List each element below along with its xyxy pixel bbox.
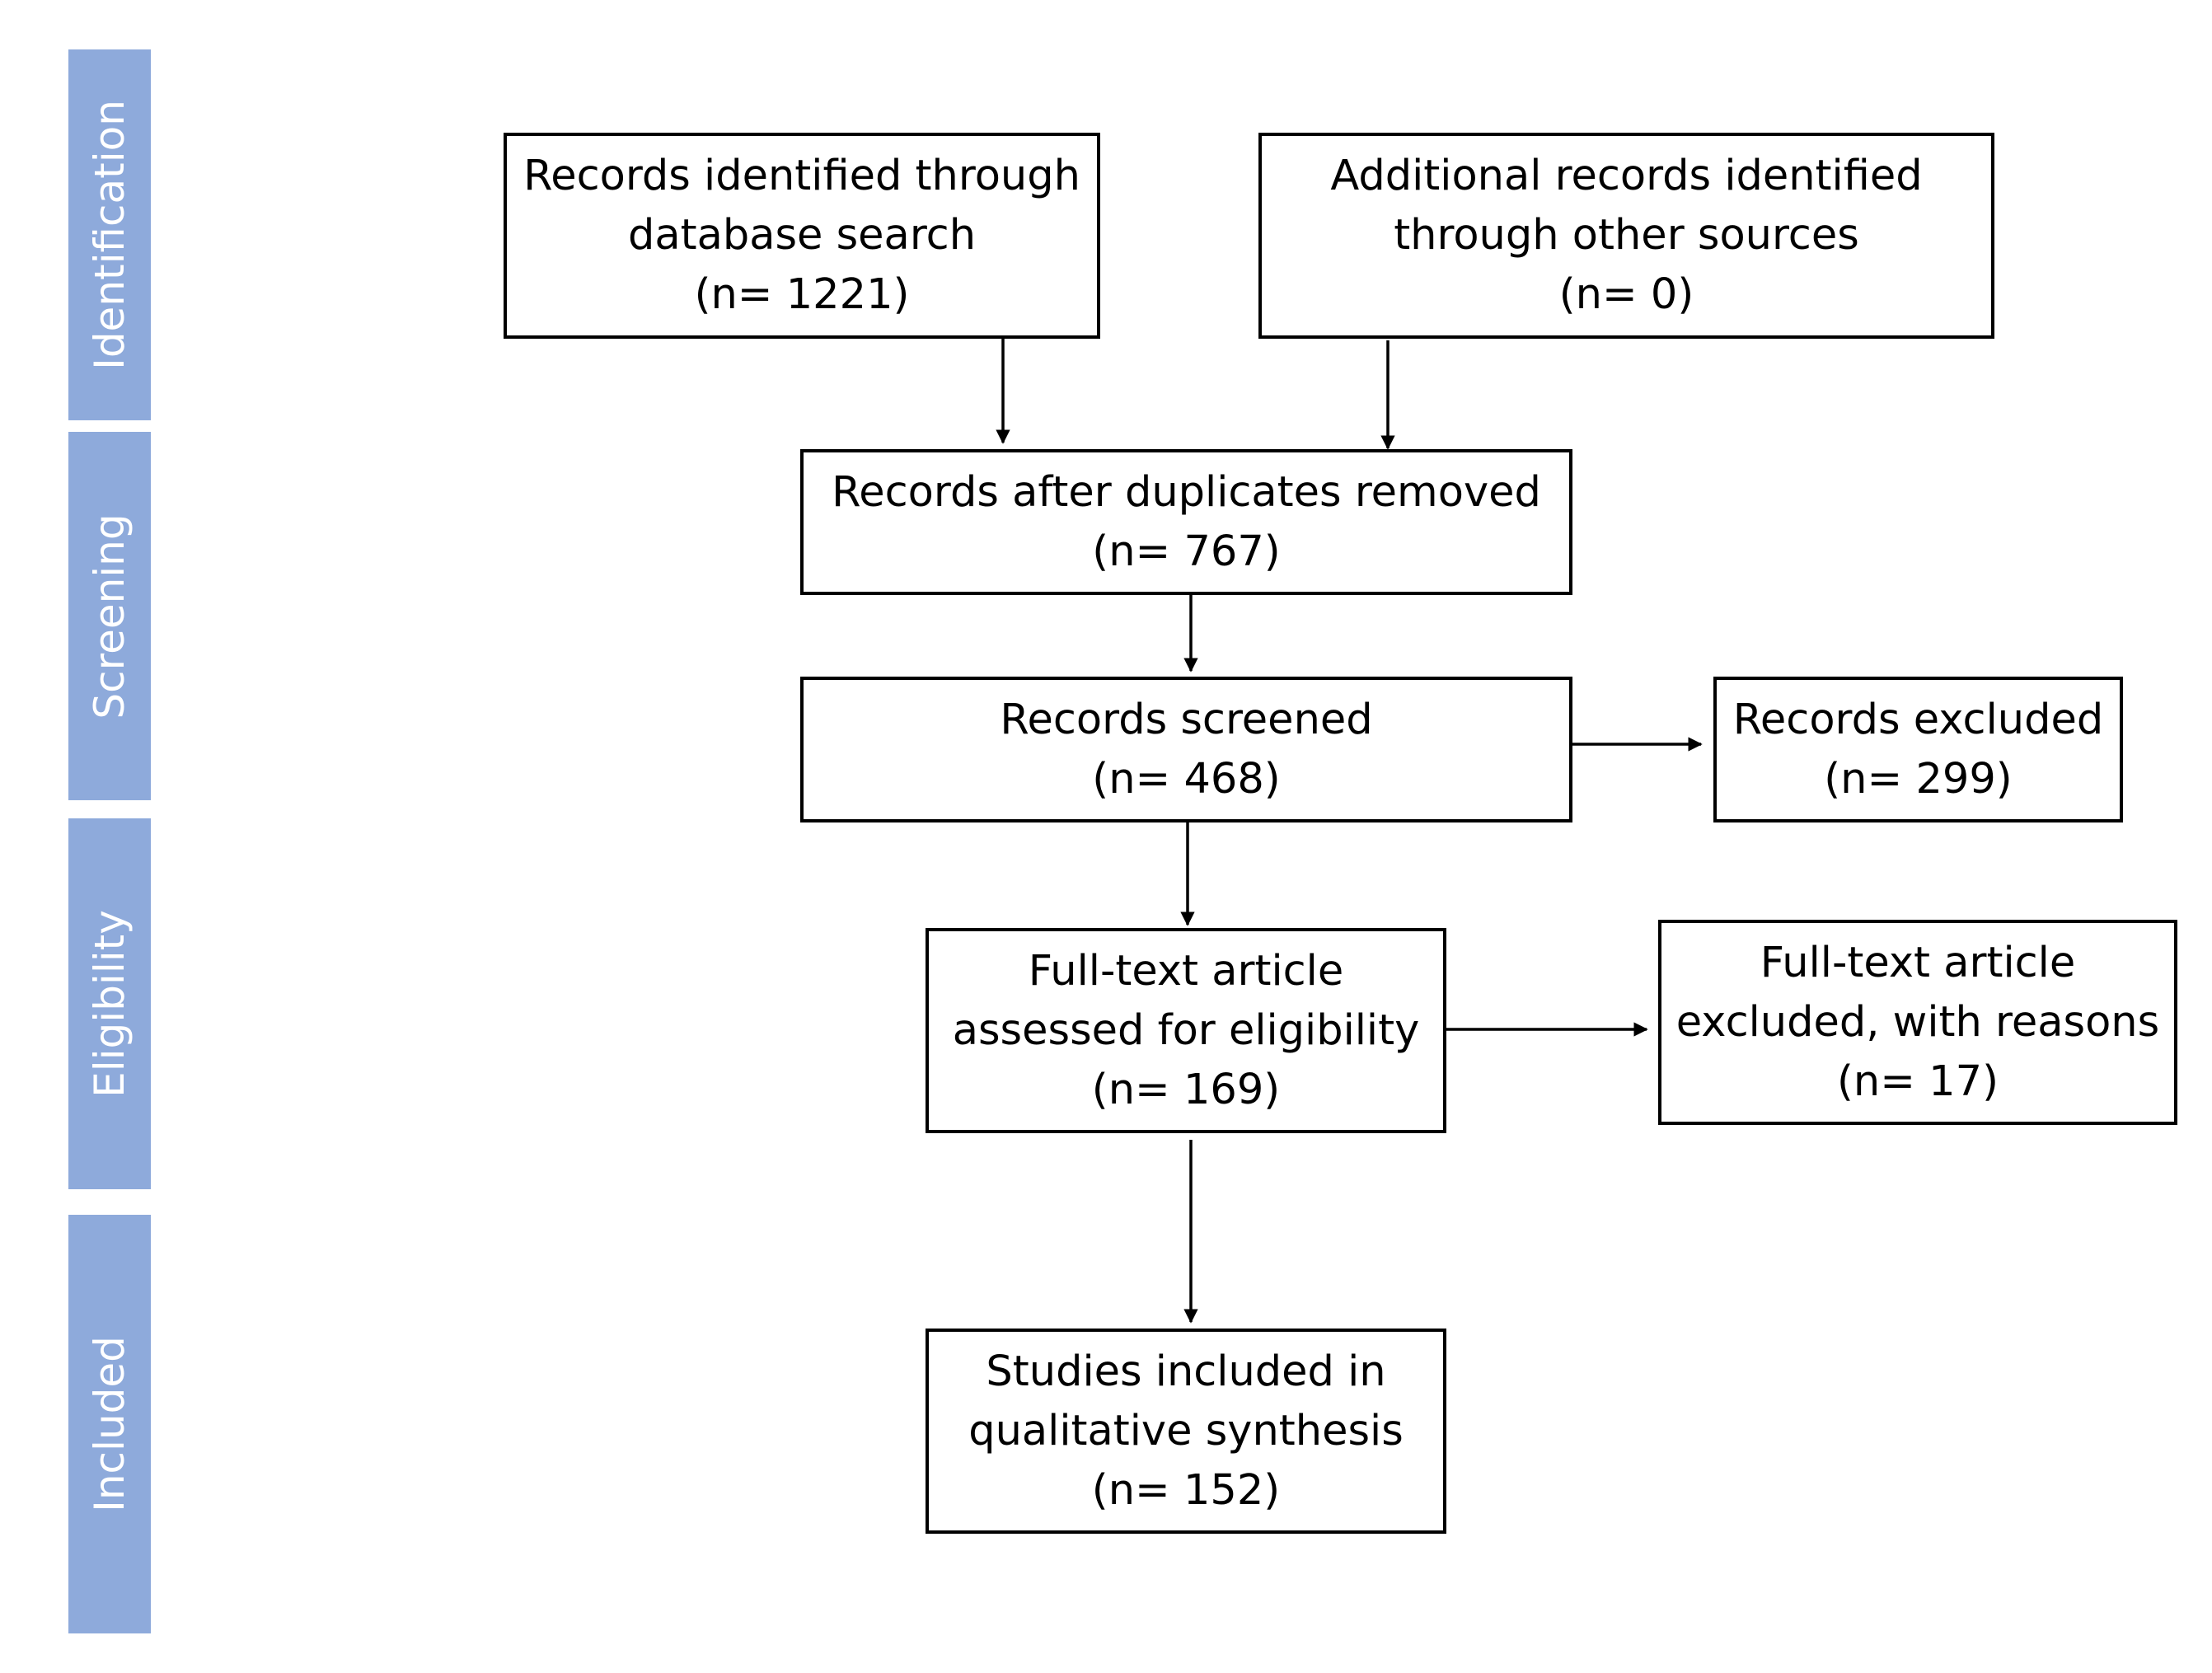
box-records-identified-database-text: Records identified through database sear… — [523, 152, 1080, 319]
box-records-excluded: Records excluded (n= 299) — [1713, 677, 2123, 822]
box-studies-included: Studies included in qualitative synthesi… — [926, 1329, 1446, 1534]
phase-included: Included — [68, 1215, 151, 1633]
box-additional-records-text: Additional records identified through ot… — [1330, 152, 1923, 319]
phase-eligibility: Eligibility — [68, 818, 151, 1189]
box-records-screened-text: Records screened (n= 468) — [1000, 695, 1373, 804]
box-records-after-duplicates-text: Records after duplicates removed (n= 767… — [832, 467, 1541, 576]
box-full-text-assessed: Full-text article assessed for eligibili… — [926, 928, 1446, 1133]
box-records-after-duplicates: Records after duplicates removed (n= 767… — [800, 449, 1572, 595]
box-additional-records: Additional records identified through ot… — [1258, 133, 1994, 339]
box-full-text-excluded: Full-text article excluded, with reasons… — [1658, 920, 2177, 1125]
box-records-excluded-text: Records excluded (n= 299) — [1732, 695, 2104, 804]
box-full-text-excluded-text: Full-text article excluded, with reasons… — [1675, 938, 2160, 1106]
phase-identification: Identification — [68, 49, 151, 420]
box-studies-included-text: Studies included in qualitative synthesi… — [968, 1347, 1404, 1515]
box-full-text-assessed-text: Full-text article assessed for eligibili… — [952, 946, 1420, 1114]
box-records-screened: Records screened (n= 468) — [800, 677, 1572, 822]
box-records-identified-database: Records identified through database sear… — [504, 133, 1100, 339]
phase-screening: Screening — [68, 432, 151, 800]
